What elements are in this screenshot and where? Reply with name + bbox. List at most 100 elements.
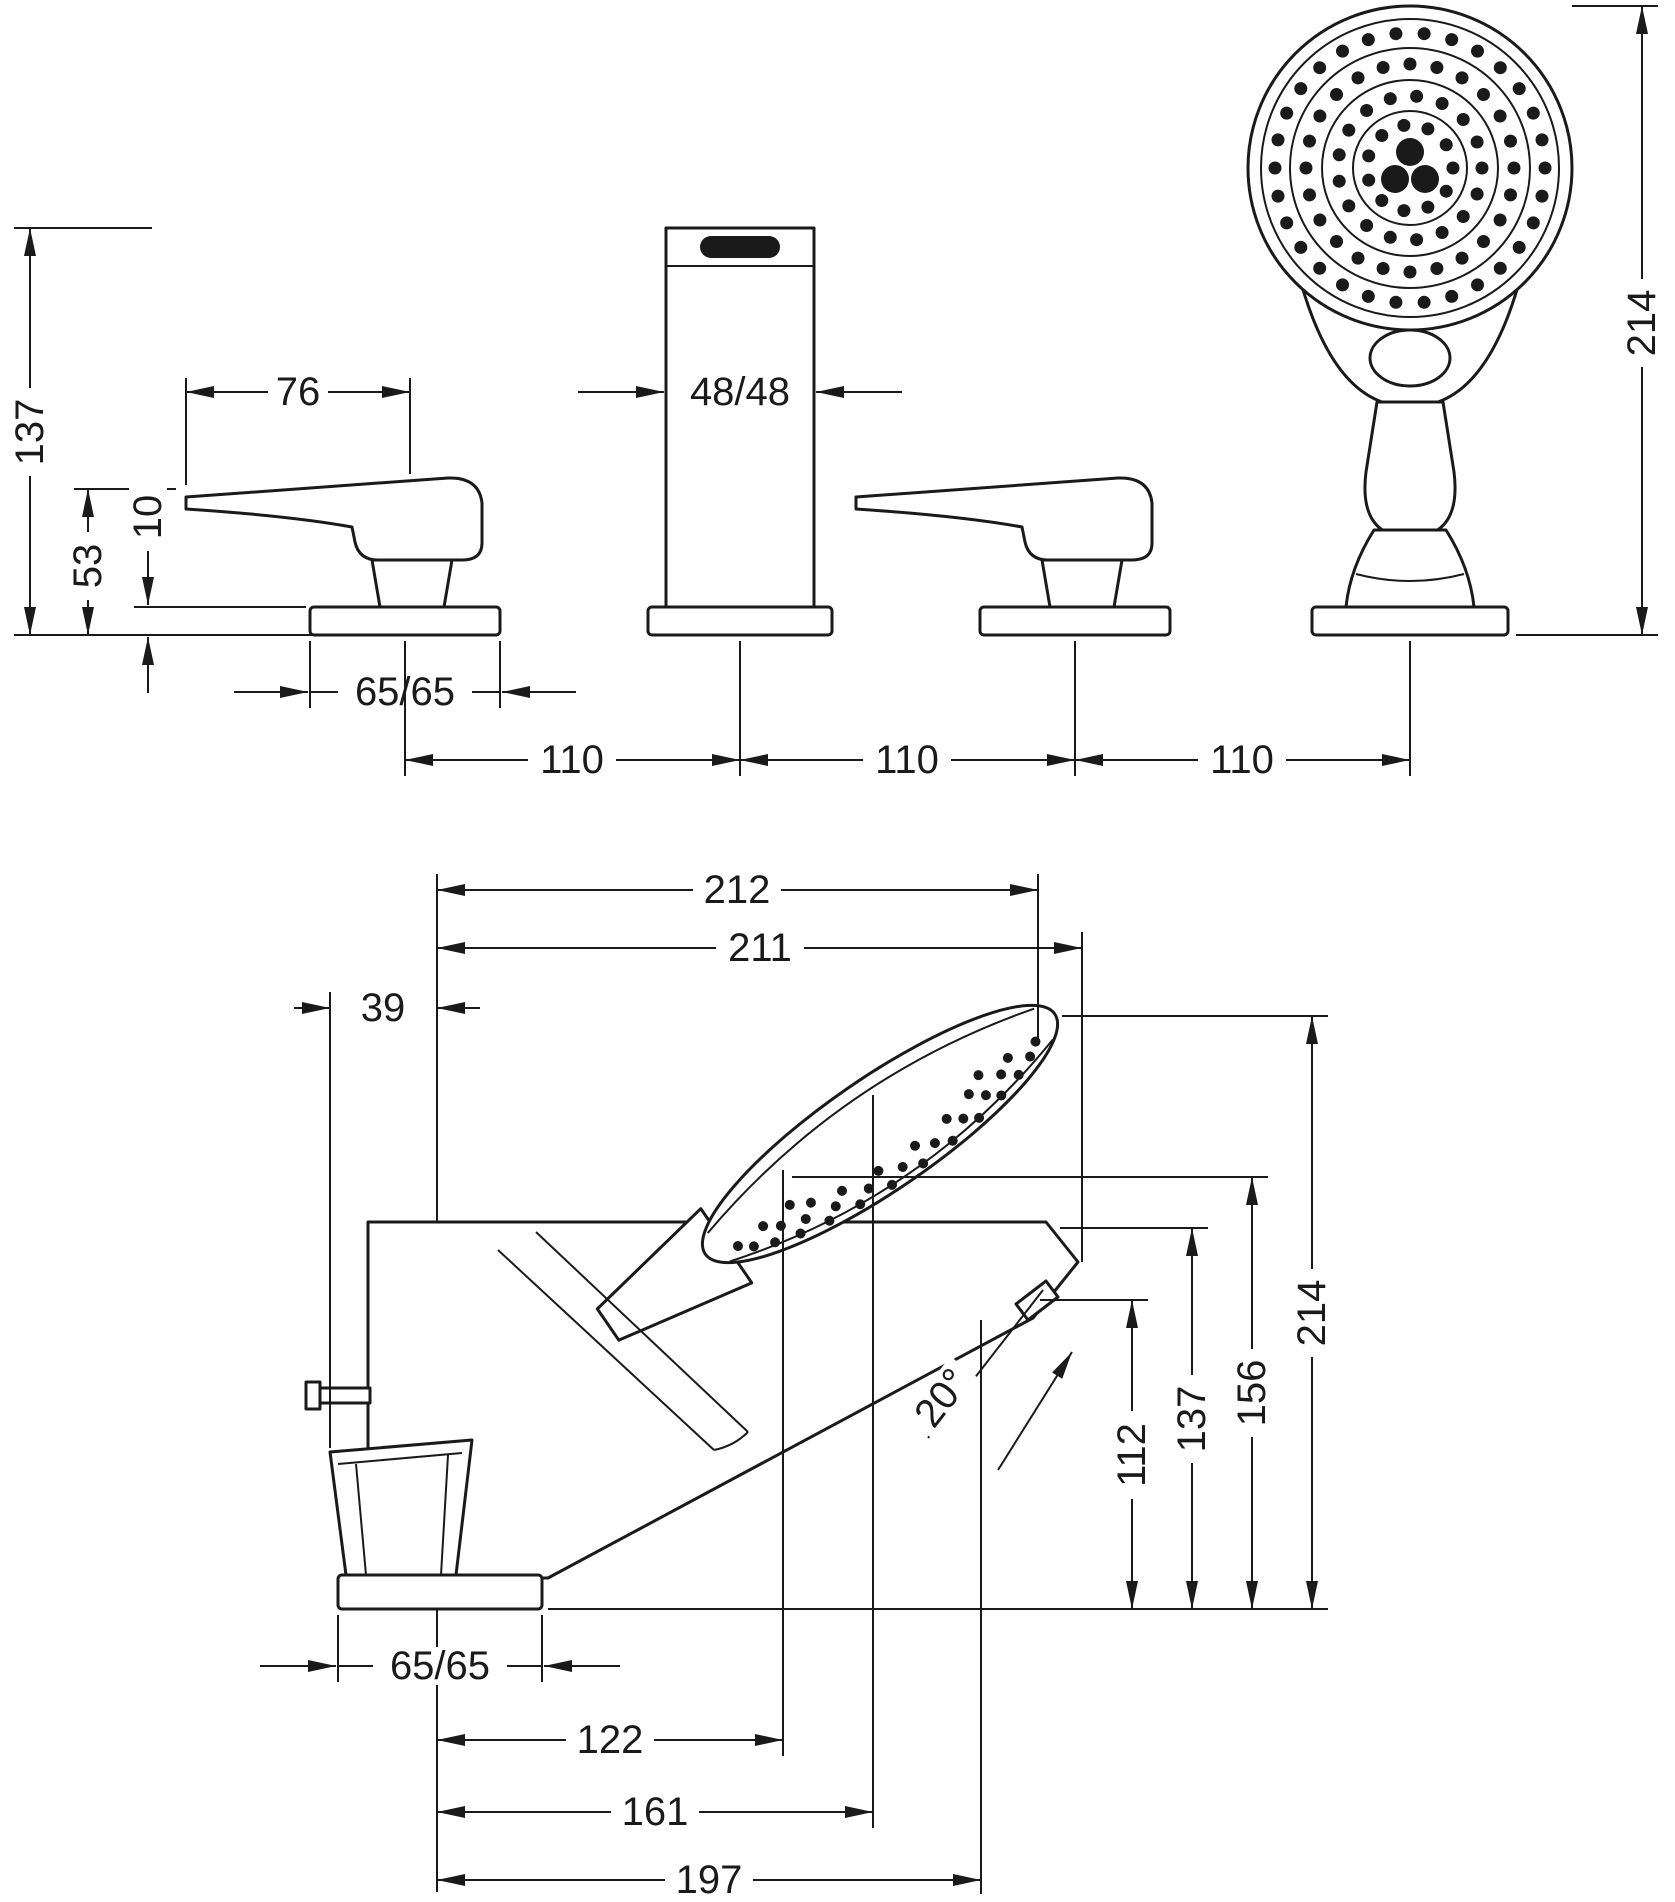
spray-nozzle-dot	[1435, 97, 1449, 110]
dim-dock-height: 156	[792, 1176, 1274, 1609]
spray-nozzle-dot	[1445, 33, 1459, 47]
dim-label-body-height: 137	[1170, 1386, 1214, 1453]
handle-left	[184, 476, 502, 637]
spray-nozzle-dot	[1456, 210, 1470, 223]
spray-nozzle-dot	[1475, 161, 1489, 175]
spray-nozzle-dot	[1417, 27, 1431, 41]
rosette-left	[308, 605, 502, 637]
shower-face-dots-top	[1268, 27, 1552, 309]
spray-nozzle-dot	[1389, 295, 1403, 309]
handle-wall-line	[355, 1463, 367, 1576]
spray-nozzle-dot	[897, 1161, 908, 1172]
spray-nozzle-dot	[1383, 230, 1397, 244]
spout-front	[646, 226, 834, 637]
shower-center-jet-1	[1396, 138, 1424, 166]
spray-nozzle-dot	[1470, 187, 1484, 201]
spray-nozzle-dot	[1303, 188, 1316, 202]
spray-nozzle-dot	[1280, 216, 1294, 230]
spray-nozzle-dot	[996, 1090, 1007, 1101]
handle-right-lever	[854, 476, 1154, 562]
spray-nozzle-dot	[1303, 134, 1316, 148]
spray-nozzle-dot	[1313, 213, 1327, 227]
spray-nozzle-dot	[758, 1221, 769, 1232]
spray-nozzle-dot	[1403, 57, 1417, 71]
spray-nozzle-dot	[732, 1241, 743, 1252]
dim-dock-reach: 161	[437, 1790, 873, 1834]
spray-nozzle-dot	[1538, 161, 1552, 175]
spray-nozzle-dot	[1430, 262, 1444, 275]
spray-nozzle-dot	[1389, 27, 1403, 41]
spray-nozzle-dot	[929, 1138, 940, 1149]
shower-center-jet-3	[1411, 165, 1439, 193]
dim-label-depth-total: 212	[704, 868, 771, 912]
shower-head-ring-2	[1289, 47, 1531, 289]
handle-wall-line	[440, 1454, 449, 1576]
dim-label-handle-height: 53	[66, 544, 110, 589]
dim-spout-reach: 122	[437, 1718, 783, 1762]
spray-nozzle-dot	[1493, 261, 1507, 275]
diverter-rod	[314, 1386, 372, 1405]
dim-label-spout-height: 137	[8, 399, 52, 466]
spray-nozzle-dot	[836, 1185, 847, 1196]
dim-label-spout-reach: 122	[577, 1718, 644, 1762]
spray-nozzle-dot	[1330, 235, 1343, 248]
top-view-dimensions: 137 53 10	[8, 5, 1664, 782]
dim-label-dock-reach: 161	[622, 1790, 689, 1834]
spray-nozzle-dot	[1383, 92, 1397, 106]
spray-nozzle-dot	[1526, 216, 1540, 230]
spray-nozzle-dot	[1313, 109, 1327, 123]
handle-side	[328, 1438, 474, 1577]
dim-label-tip-reach: 197	[676, 1858, 743, 1902]
spray-nozzle-dot	[1535, 189, 1549, 203]
top-view: 137 53 10	[8, 4, 1664, 782]
spray-nozzle-dot	[1375, 129, 1389, 142]
spray-nozzle-dot	[1512, 82, 1526, 96]
spray-nozzle-dot	[1332, 148, 1346, 162]
shower-head-side	[700, 1003, 1060, 1265]
spray-nozzle-dot	[1332, 174, 1346, 188]
spray-nozzle-dot	[795, 1228, 806, 1239]
spray-nozzle-dot	[1504, 188, 1517, 202]
spray-nozzle-dot	[1471, 44, 1484, 58]
shower-center-jet-2	[1381, 165, 1409, 193]
dim-label-spout-section: 48/48	[690, 370, 790, 414]
dim-spout-height-side: 112	[1040, 1299, 1154, 1609]
spray-nozzle-dot	[1361, 289, 1375, 303]
shower-grip-shaft	[1363, 400, 1457, 540]
dim-label-rosette-height: 10	[126, 495, 170, 540]
spray-nozzle-dot	[805, 1197, 816, 1208]
spray-nozzle-dot	[1493, 61, 1507, 75]
spray-nozzle-dot	[1336, 278, 1349, 292]
spray-nozzle-dot	[855, 1199, 866, 1210]
spray-nozzle-dot	[748, 1241, 759, 1252]
spray-nozzle-dot	[1336, 44, 1349, 58]
spray-nozzle-dot	[1271, 189, 1285, 203]
shower-face-dots-side	[732, 1036, 1041, 1252]
spray-nozzle-dot	[1361, 33, 1375, 47]
spray-nozzle-dot	[1493, 109, 1507, 123]
dim-depth-total: 212	[437, 868, 1038, 912]
spray-nozzle-dot	[963, 1089, 974, 1100]
spout-column	[664, 226, 816, 609]
spray-nozzle-dot	[1435, 226, 1449, 239]
handle-right	[854, 476, 1172, 637]
spray-nozzle-dot	[1397, 118, 1411, 132]
spray-nozzle-dot	[1375, 194, 1389, 207]
dim-tip-reach: 197	[437, 1858, 981, 1902]
spout-base-plate	[646, 605, 834, 637]
spray-nozzle-dot	[974, 1112, 985, 1123]
spray-nozzle-dot	[1271, 133, 1285, 147]
spray-nozzle-dot	[784, 1199, 795, 1210]
dim-total-height-side: 214	[1062, 1015, 1334, 1609]
handle-right-stem	[1040, 558, 1124, 609]
shower-head-ring-4	[1352, 110, 1468, 226]
dim-shower-height: 214	[1516, 5, 1664, 636]
dim-rosette-size-side: 65/65	[260, 1615, 620, 1688]
spray-nozzle-dot	[941, 1113, 952, 1124]
spray-nozzle-dot	[1417, 295, 1431, 309]
side-view-dimensions: 212 211 39 20°	[260, 868, 1334, 1902]
spray-nozzle-dot	[1294, 82, 1308, 96]
dim-handle-height: 53	[66, 488, 176, 635]
spray-nozzle-dot	[1360, 104, 1374, 117]
spray-nozzle-dot	[1477, 235, 1490, 248]
